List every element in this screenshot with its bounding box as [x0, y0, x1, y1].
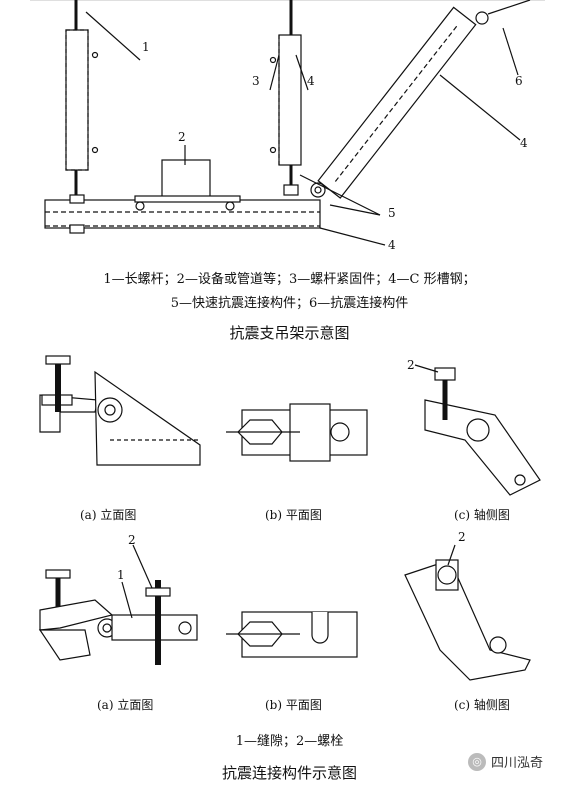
connector1-view-a-label: (a) 立面图 [80, 508, 137, 522]
callout-6: 6 [515, 74, 523, 88]
connector2-view-c-label: (c) 轴侧图 [454, 698, 510, 712]
callout-3: 3 [252, 74, 260, 88]
support-legend-line-2: 5—快速抗震连接构件；6—抗震连接构件 [170, 296, 409, 311]
support-legend-line-1: 1—长螺杆；2—设备或管道等；3—螺杆紧固件；4—C 形槽钢； [103, 272, 476, 287]
connector1-callout-2: 2 [407, 358, 415, 372]
connector1-elevation [39, 355, 201, 466]
connector2-view-a-label: (a) 立面图 [97, 698, 154, 712]
connector2-plan [226, 611, 358, 658]
watermark: ◎ 四川泓奇 [468, 752, 543, 771]
connector2-legend: 1—缝隙；2—螺栓 [235, 734, 344, 749]
connector1-view-b-label: (b) 平面图 [265, 508, 322, 522]
callout-4: 4 [520, 136, 528, 150]
connector2-callout-2: 2 [128, 533, 136, 547]
connector1-view-c-label: (c) 轴侧图 [454, 508, 510, 522]
callout-4: 4 [307, 74, 315, 88]
support-diagram [30, 0, 545, 246]
connector2-elevation [38, 544, 198, 665]
callout-2: 2 [178, 130, 186, 144]
connector1-plan [226, 403, 368, 462]
watermark-text: 四川泓奇 [491, 756, 544, 771]
callout-5: 5 [388, 206, 396, 220]
connector1-axonometric [414, 364, 541, 496]
callout-4: 4 [388, 238, 396, 252]
connector2-callout-1: 1 [117, 568, 125, 582]
connector-diagram-title: 抗震连接构件示意图 [221, 764, 357, 782]
connector2-view-b-label: (b) 平面图 [265, 698, 322, 712]
support-diagram-title: 抗震支吊架示意图 [229, 324, 350, 342]
wechat-icon: ◎ [468, 752, 486, 771]
callout-1: 1 [142, 40, 150, 54]
connector2-axon-callout-2: 2 [458, 530, 466, 544]
connector2-axonometric [404, 544, 531, 681]
